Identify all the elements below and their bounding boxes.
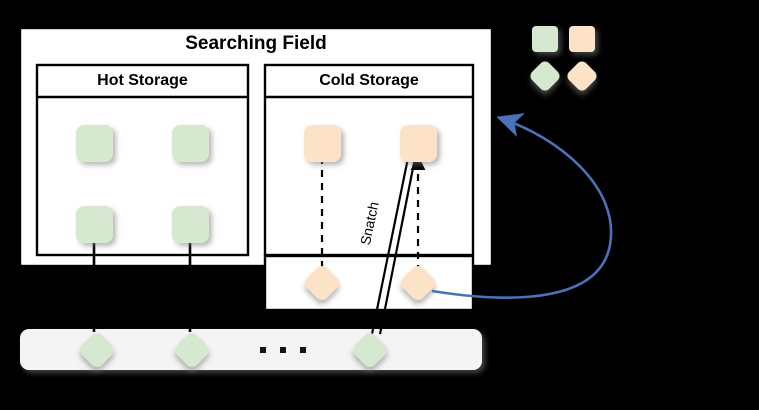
- ellipsis-dot: [260, 347, 266, 353]
- hot-diamond-key-icon: [530, 61, 560, 91]
- input-queue-items: [77, 330, 390, 370]
- cold-diamond-item[interactable]: [398, 263, 438, 303]
- queue-ellipsis: [260, 347, 306, 353]
- hot-storage-items: [76, 125, 209, 243]
- hot-storage-box: [35, 63, 250, 257]
- hot-item[interactable]: [172, 206, 209, 243]
- snatch-arrow-line-b: [378, 157, 417, 335]
- queue-item[interactable]: [172, 330, 212, 370]
- cold-storage-title: Cold Storage: [319, 72, 419, 89]
- cold-storage-lower-items: [302, 263, 438, 303]
- snatch-arrow-line-a: [370, 157, 410, 335]
- cold-item[interactable]: [304, 125, 341, 162]
- cold-storage-lower-box: [263, 254, 475, 312]
- ellipsis-dot: [280, 347, 286, 353]
- feedback-arrow: [431, 113, 613, 299]
- cold-diamond-item[interactable]: [302, 263, 342, 303]
- page-title: Searching Field: [185, 33, 327, 54]
- cold-storage-items: [304, 125, 437, 162]
- shape-legend: [530, 26, 597, 91]
- hot-square-key-icon: [532, 26, 558, 52]
- cold-item[interactable]: [400, 125, 437, 162]
- ellipsis-dot: [300, 347, 306, 353]
- hot-storage-title: Hot Storage: [97, 72, 188, 89]
- queue-item[interactable]: [77, 330, 117, 370]
- cold-square-key-icon: [569, 26, 595, 52]
- hot-item[interactable]: [76, 125, 113, 162]
- cold-diamond-key-icon: [567, 61, 597, 91]
- queue-item[interactable]: [350, 330, 390, 370]
- hot-item[interactable]: [172, 125, 209, 162]
- hot-item[interactable]: [76, 206, 113, 243]
